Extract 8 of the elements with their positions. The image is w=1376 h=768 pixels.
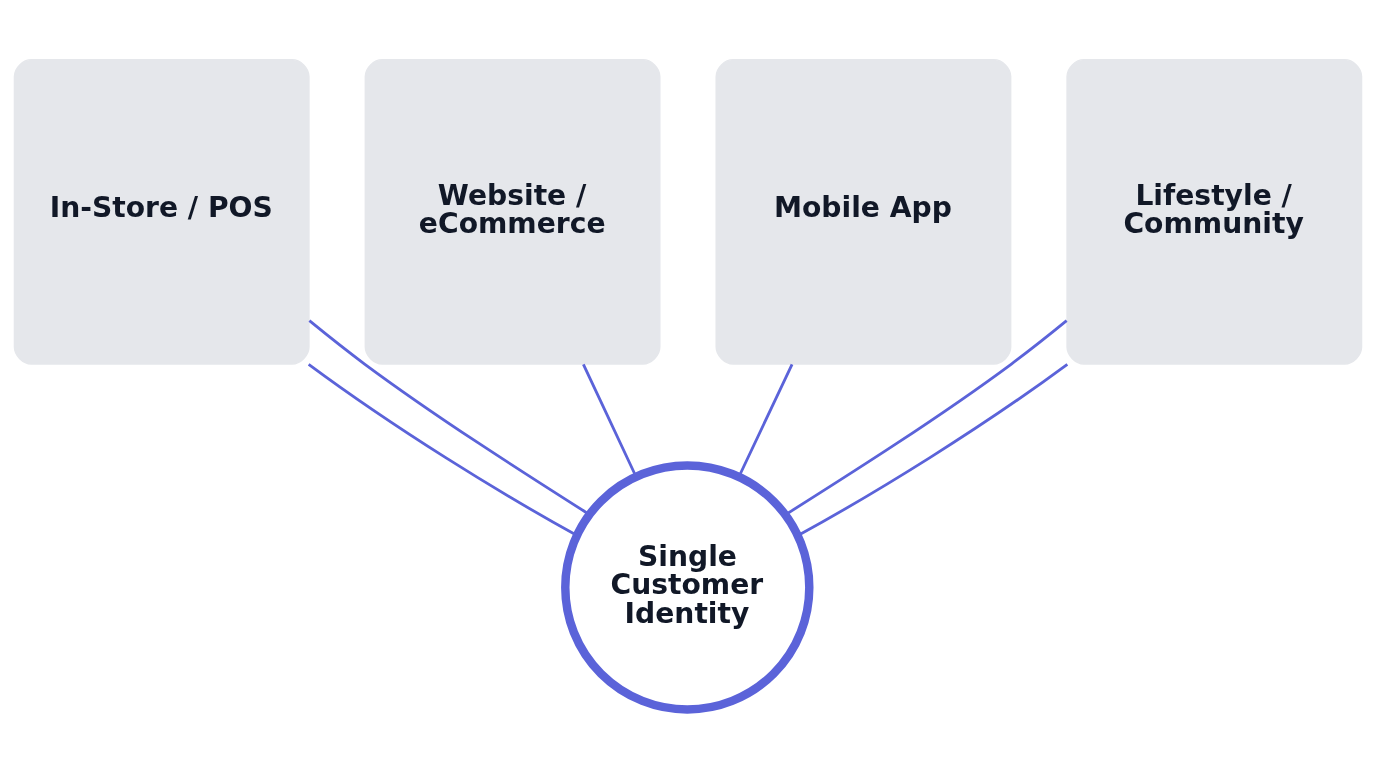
- connector: [737, 363, 794, 477]
- connector: [797, 362, 1069, 537]
- node-box: Lifestyle / Community: [1066, 58, 1363, 365]
- node-circle: Single Customer Identity: [561, 460, 814, 714]
- connector: [582, 363, 638, 477]
- node-box: In-Store / POS: [13, 58, 310, 365]
- node-box: Mobile App: [715, 58, 1012, 365]
- node-box: Website / eCommerce: [364, 58, 661, 365]
